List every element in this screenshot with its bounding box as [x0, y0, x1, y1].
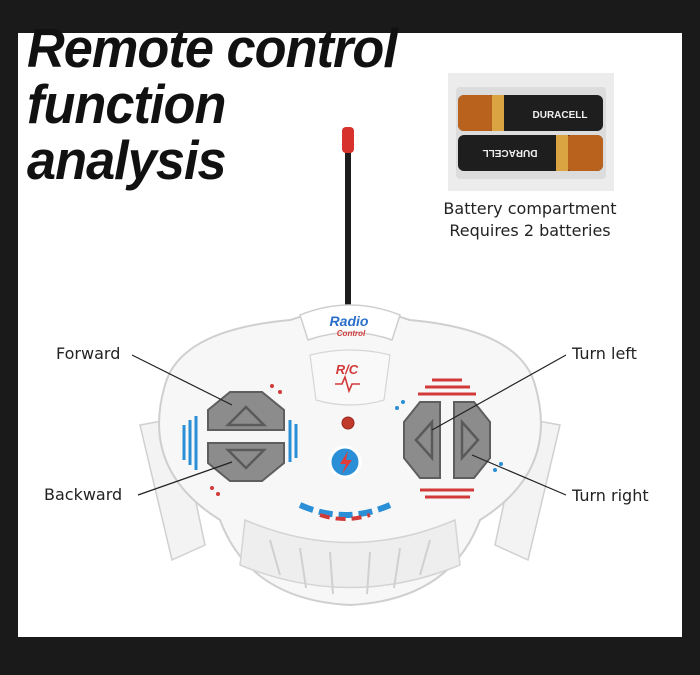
- antenna: [345, 150, 351, 315]
- backward-button[interactable]: [207, 442, 285, 482]
- headline-line-2: function: [27, 73, 226, 135]
- headline-line-3: analysis: [27, 129, 227, 191]
- callout-turn-left: Turn left: [572, 344, 637, 363]
- bottom-light-bar: [298, 502, 392, 518]
- battery-caption-line-1: Battery compartment: [443, 199, 617, 218]
- right-arrow-icon: [460, 418, 480, 462]
- turn-right-leader-line: [471, 454, 567, 496]
- rc-label: R/C: [336, 362, 359, 377]
- turn-left-button[interactable]: [403, 401, 441, 479]
- battery-bottom-brand: DURACELL: [483, 147, 538, 158]
- signal-wave-icon: [335, 374, 360, 394]
- antenna-tip: [342, 127, 354, 153]
- left-blue-stripes: [182, 416, 298, 470]
- callout-forward: Forward: [56, 344, 121, 363]
- forward-button[interactable]: [207, 391, 285, 431]
- logo-radio: Radio: [330, 313, 369, 329]
- battery-caption: Battery compartment Requires 2 batteries: [410, 198, 650, 242]
- bottom-skirt: [239, 518, 461, 589]
- down-arrow-icon: [224, 448, 268, 470]
- logo-control: Control: [337, 329, 366, 338]
- up-arrow-icon: [224, 405, 268, 427]
- backward-leader-line: [137, 461, 233, 496]
- headline-line-1: Remote control: [27, 17, 398, 79]
- battery-caption-line-2: Requires 2 batteries: [449, 221, 611, 240]
- callout-backward: Backward: [44, 485, 123, 504]
- lightning-icon: [340, 451, 352, 474]
- forward-leader-line: [131, 354, 233, 406]
- callout-turn-right: Turn right: [572, 486, 649, 505]
- battery-compartment-photo: DURACELL DURACELL: [448, 73, 614, 191]
- power-led: [341, 416, 355, 430]
- left-arrow-icon: [414, 418, 434, 462]
- headline: Remote control function analysis: [27, 17, 398, 191]
- battery-top-brand: DURACELL: [533, 110, 588, 121]
- right-red-stripes: [418, 378, 476, 499]
- logo-badge: [299, 304, 401, 341]
- turn-left-leader-line: [431, 354, 567, 431]
